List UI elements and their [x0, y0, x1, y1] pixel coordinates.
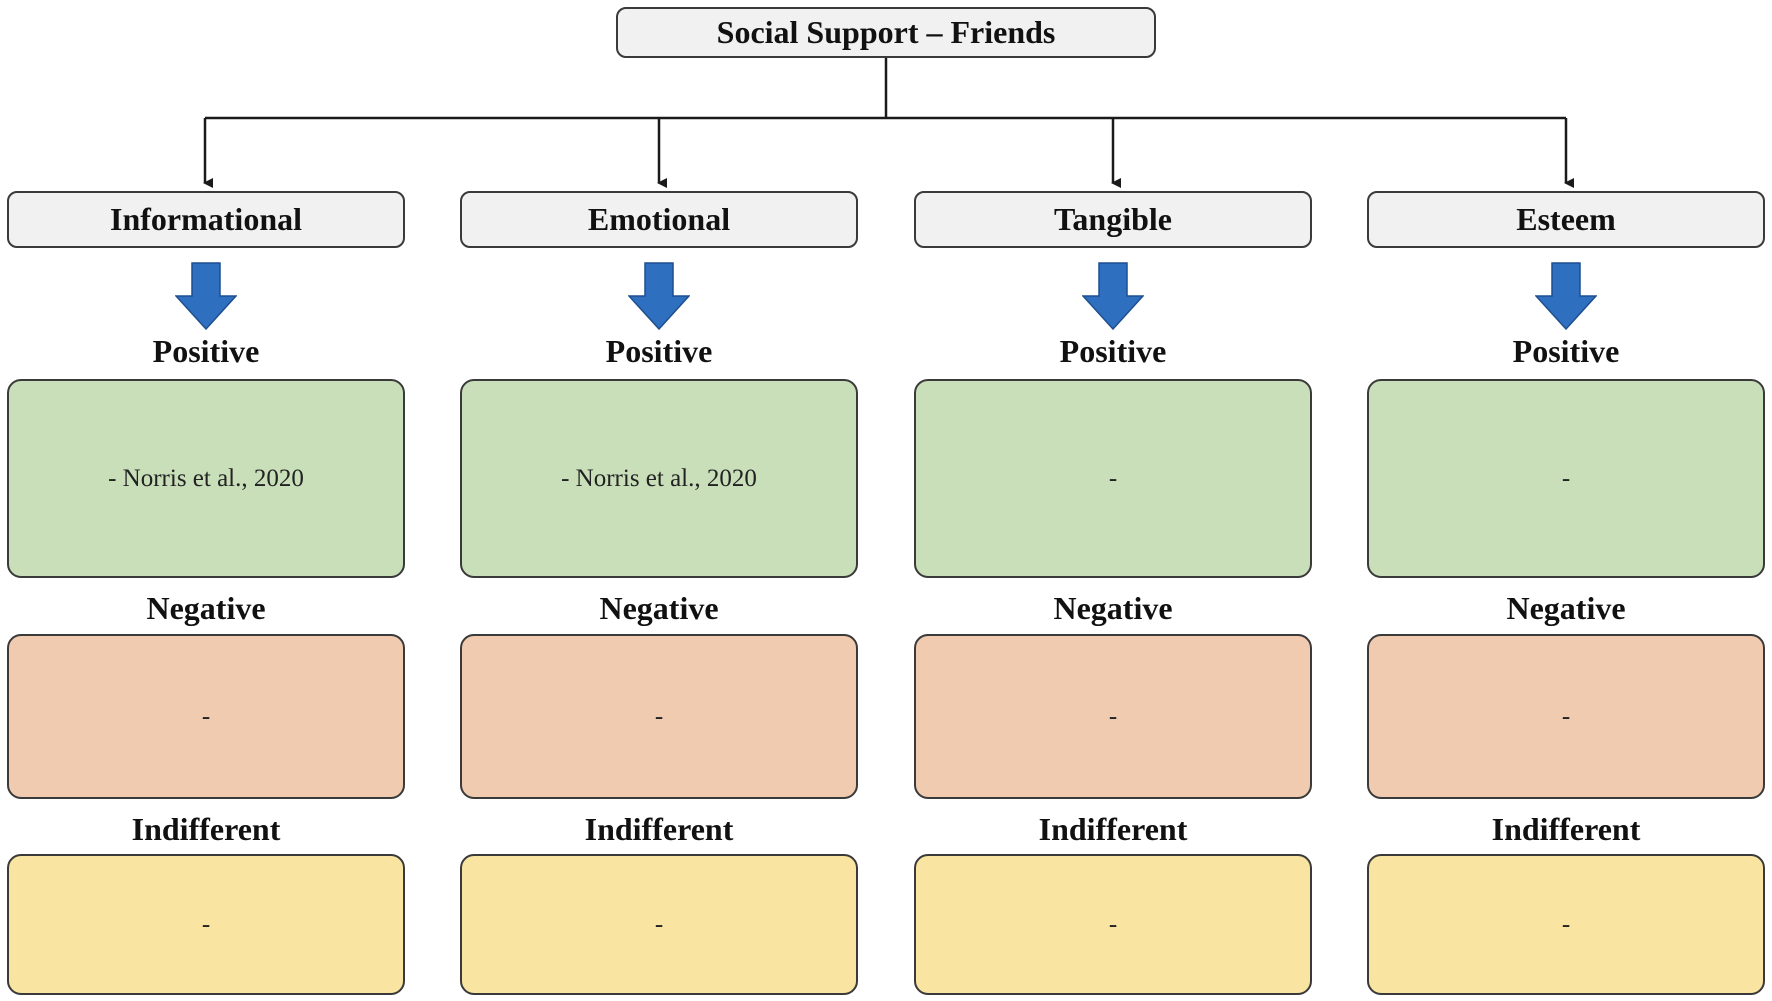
negative-label: Negative	[146, 590, 266, 626]
positive-box-text: - Norris et al., 2020	[561, 464, 757, 492]
indifferent-box: -	[1367, 854, 1765, 995]
category-node-esteem: Esteem	[1367, 191, 1765, 248]
positive-label: Positive	[152, 333, 260, 369]
indifferent-box-text: -	[654, 910, 664, 938]
category-label: Informational	[110, 201, 302, 237]
category-node-emotional: Emotional	[460, 191, 858, 248]
negative-box: -	[914, 634, 1312, 799]
negative-box: -	[1367, 634, 1765, 799]
positive-label: Positive	[605, 333, 713, 369]
category-node-tangible: Tangible	[914, 191, 1312, 248]
positive-box-text: -	[1561, 464, 1571, 492]
negative-label: Negative	[599, 590, 719, 626]
positive-box-text: -	[1108, 464, 1118, 492]
negative-box-text: -	[1108, 702, 1118, 730]
positive-box: - Norris et al., 2020	[7, 379, 405, 578]
positive-label: Positive	[1512, 333, 1620, 369]
indifferent-label: Indifferent	[131, 811, 281, 847]
positive-label: Positive	[1059, 333, 1167, 369]
positive-box-text: - Norris et al., 2020	[108, 464, 304, 492]
negative-box: -	[7, 634, 405, 799]
negative-box: -	[460, 634, 858, 799]
down-arrow-icon	[1535, 262, 1597, 330]
root-node: Social Support – Friends	[616, 7, 1156, 58]
category-label: Tangible	[1054, 201, 1172, 237]
positive-box: - Norris et al., 2020	[460, 379, 858, 578]
negative-box-text: -	[654, 702, 664, 730]
indifferent-label: Indifferent	[1491, 811, 1641, 847]
root-node-label: Social Support – Friends	[716, 14, 1056, 50]
indifferent-box: -	[7, 854, 405, 995]
category-node-informational: Informational	[7, 191, 405, 248]
negative-label: Negative	[1506, 590, 1626, 626]
indifferent-box-text: -	[1108, 910, 1118, 938]
category-label: Esteem	[1516, 201, 1616, 237]
negative-box-text: -	[201, 702, 211, 730]
indifferent-box: -	[914, 854, 1312, 995]
indifferent-box-text: -	[1561, 910, 1571, 938]
column-emotional: Emotional Positive - Norris et al., 2020…	[460, 0, 858, 1001]
negative-box-text: -	[1561, 702, 1571, 730]
down-arrow-icon	[1082, 262, 1144, 330]
indifferent-label: Indifferent	[1038, 811, 1188, 847]
column-tangible: Tangible Positive - Negative - Indiffere…	[914, 0, 1312, 1001]
positive-box: -	[1367, 379, 1765, 578]
negative-label: Negative	[1053, 590, 1173, 626]
indifferent-box: -	[460, 854, 858, 995]
column-esteem: Esteem Positive - Negative - Indifferent…	[1367, 0, 1765, 1001]
category-label: Emotional	[587, 201, 731, 237]
indifferent-label: Indifferent	[584, 811, 734, 847]
column-informational: Informational Positive - Norris et al., …	[7, 0, 405, 1001]
positive-box: -	[914, 379, 1312, 578]
down-arrow-icon	[175, 262, 237, 330]
down-arrow-icon	[628, 262, 690, 330]
indifferent-box-text: -	[201, 910, 211, 938]
